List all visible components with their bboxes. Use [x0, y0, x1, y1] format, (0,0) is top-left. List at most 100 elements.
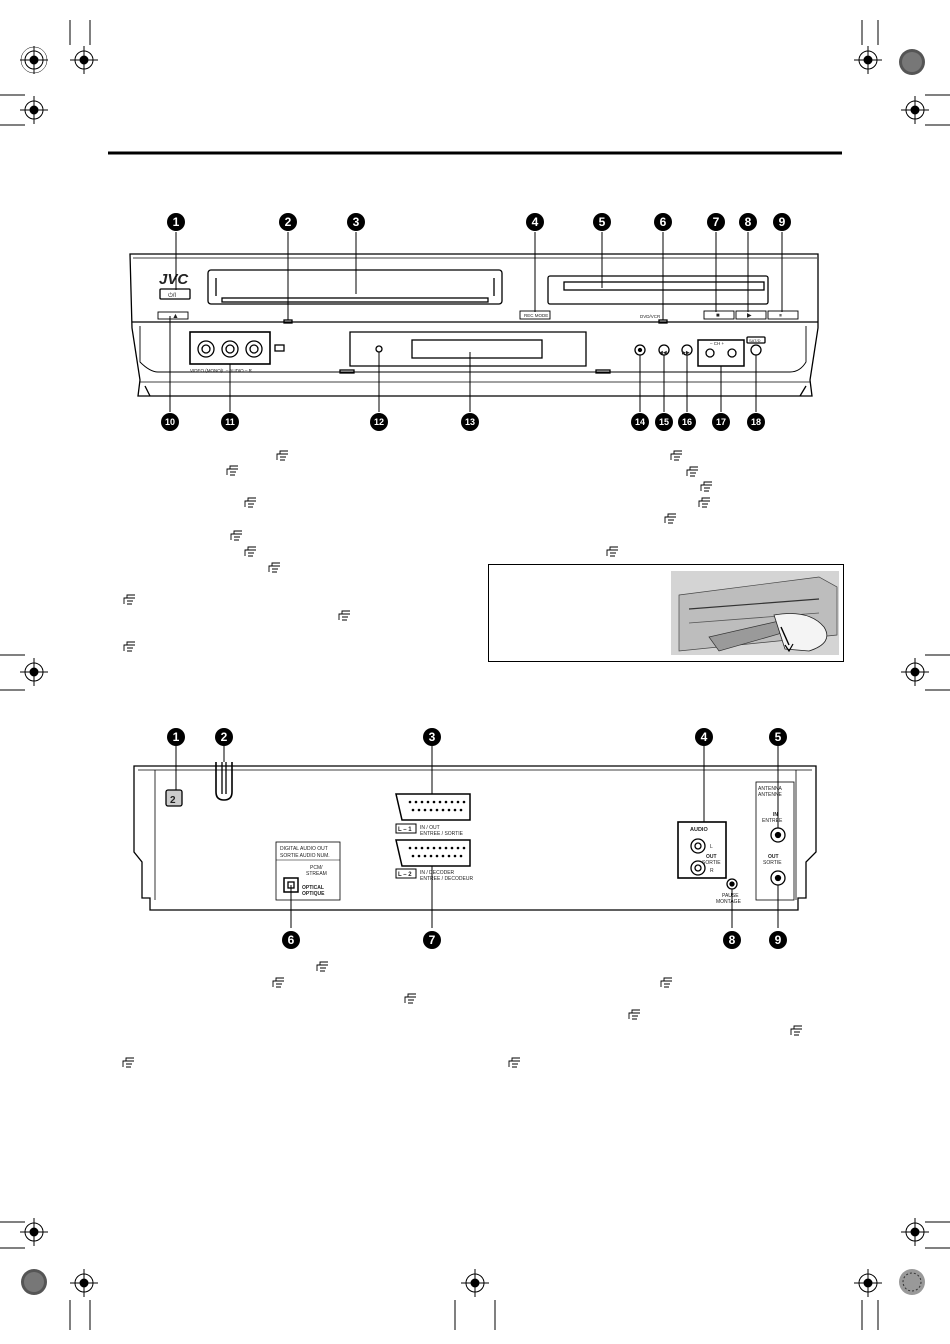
scart-pin [417, 854, 421, 858]
scart-pin [420, 846, 424, 850]
scart-pin [417, 808, 421, 812]
scart-pin [435, 854, 439, 858]
svg-text:MONTAGE: MONTAGE [716, 899, 742, 905]
page-reference-hand-icon [660, 977, 672, 988]
registration-crosshair-icon [854, 46, 882, 74]
scart-pin [447, 854, 451, 858]
scart-pin [432, 800, 436, 804]
front-callout-9: 9 [773, 213, 791, 231]
scart-pin [453, 854, 457, 858]
svg-text:⏻/I: ⏻/I [168, 292, 176, 299]
page-reference-hand-icon [404, 993, 416, 1004]
scart-pin [423, 808, 427, 812]
scart-pin [459, 808, 463, 812]
svg-text:PAUSE: PAUSE [722, 893, 739, 899]
scart-pin [414, 800, 418, 804]
scart-pin [462, 800, 466, 804]
page-reference-hand-icon [686, 466, 698, 477]
svg-text:ENTREE / SORTIE: ENTREE / SORTIE [420, 831, 464, 837]
page-reference-hand-icon [276, 450, 288, 461]
svg-text:L: L [710, 844, 713, 850]
page-reference-hand-icon [230, 530, 242, 541]
scart-pin [411, 854, 415, 858]
rear-callout-5: 5 [769, 728, 787, 746]
page-reference-hand-icon [123, 594, 135, 605]
svg-text:L – 2: L – 2 [398, 872, 412, 878]
open-flap-photo [671, 571, 839, 655]
page-reference-hand-icon [670, 450, 682, 461]
scart-pin [438, 846, 442, 850]
page-reference-hand-icon [700, 481, 712, 492]
svg-text:IN: IN [773, 812, 778, 818]
svg-text:DIGITAL AUDIO OUT: DIGITAL AUDIO OUT [280, 846, 328, 852]
svg-text:PCM/: PCM/ [310, 865, 323, 871]
scart-pin [462, 846, 466, 850]
svg-text:R: R [710, 868, 714, 874]
page-reference-hand-icon [123, 641, 135, 652]
svg-text:OPTICAL: OPTICAL [302, 885, 324, 891]
svg-text:VIDEO (MONO)L – AUDIO – R: VIDEO (MONO)L – AUDIO – R [190, 368, 253, 373]
rear-callout-7: 7 [423, 931, 441, 949]
svg-text:SORTIE: SORTIE [702, 860, 721, 866]
registration-crosshair-icon [20, 46, 48, 74]
front-callout-12: 12 [370, 413, 388, 431]
svg-text:⏸: ⏸ [779, 313, 782, 319]
scart-pin [426, 800, 430, 804]
front-callout-18: 18 [747, 413, 765, 431]
page-reference-hand-icon [606, 546, 618, 557]
page-reference-hand-icon [244, 497, 256, 508]
front-callout-16: 16 [678, 413, 696, 431]
scart-pin [423, 854, 427, 858]
registration-crosshair-icon [854, 1269, 882, 1297]
svg-text:OUT: OUT [768, 854, 779, 860]
scart-pin [444, 800, 448, 804]
scart-pin [438, 800, 442, 804]
svg-text:IN / OUT: IN / OUT [420, 825, 440, 831]
registration-crosshair-icon [901, 96, 929, 124]
registration-crosshair-icon [20, 1218, 48, 1246]
registration-crosshair-icon [20, 96, 48, 124]
rear-callout-9: 9 [769, 931, 787, 949]
front-callout-6: 6 [654, 213, 672, 231]
front-callout-13: 13 [461, 413, 479, 431]
page-reference-hand-icon [316, 961, 328, 972]
registration-crosshair-icon [901, 658, 929, 686]
svg-text:OPTIQUE: OPTIQUE [302, 891, 325, 897]
front-callout-7: 7 [707, 213, 725, 231]
front-callout-3: 3 [347, 213, 365, 231]
scart-pin [435, 808, 439, 812]
scart-pin [456, 846, 460, 850]
rear-callout-1: 1 [167, 728, 185, 746]
front-callout-11: 11 [221, 413, 239, 431]
svg-text:SORTIE AUDIO NUM.: SORTIE AUDIO NUM. [280, 853, 330, 859]
rear-callout-6: 6 [282, 931, 300, 949]
svg-text:ANTENNA: ANTENNA [758, 786, 783, 792]
page-reference-hand-icon [338, 610, 350, 621]
scart-pin [414, 846, 418, 850]
front-callout-4: 4 [526, 213, 544, 231]
front-callout-8: 8 [739, 213, 757, 231]
svg-text:▲: ▲ [172, 313, 179, 320]
page-reference-hand-icon [244, 546, 256, 557]
svg-text:SAT/D: SAT/D [749, 338, 761, 343]
svg-text:– CH +: – CH + [710, 341, 725, 346]
svg-text:ENTREE: ENTREE [762, 818, 783, 824]
front-callout-1: 1 [167, 213, 185, 231]
scart-pin [420, 800, 424, 804]
page-reference-hand-icon [272, 977, 284, 988]
svg-text:IN / DECODER: IN / DECODER [420, 870, 455, 876]
registration-crosshair-icon [70, 46, 98, 74]
page-reference-hand-icon [268, 562, 280, 573]
scart-pin [432, 846, 436, 850]
scart-pin [429, 854, 433, 858]
page-reference-hand-icon [508, 1057, 520, 1068]
page-reference-hand-icon [122, 1057, 134, 1068]
scart-pin [450, 800, 454, 804]
scart-pin [408, 846, 412, 850]
registration-crosshair-icon [70, 1269, 98, 1297]
svg-text:▶▶: ▶▶ [682, 350, 690, 356]
scart-pin [429, 808, 433, 812]
registration-crosshair-icon [461, 1269, 489, 1297]
